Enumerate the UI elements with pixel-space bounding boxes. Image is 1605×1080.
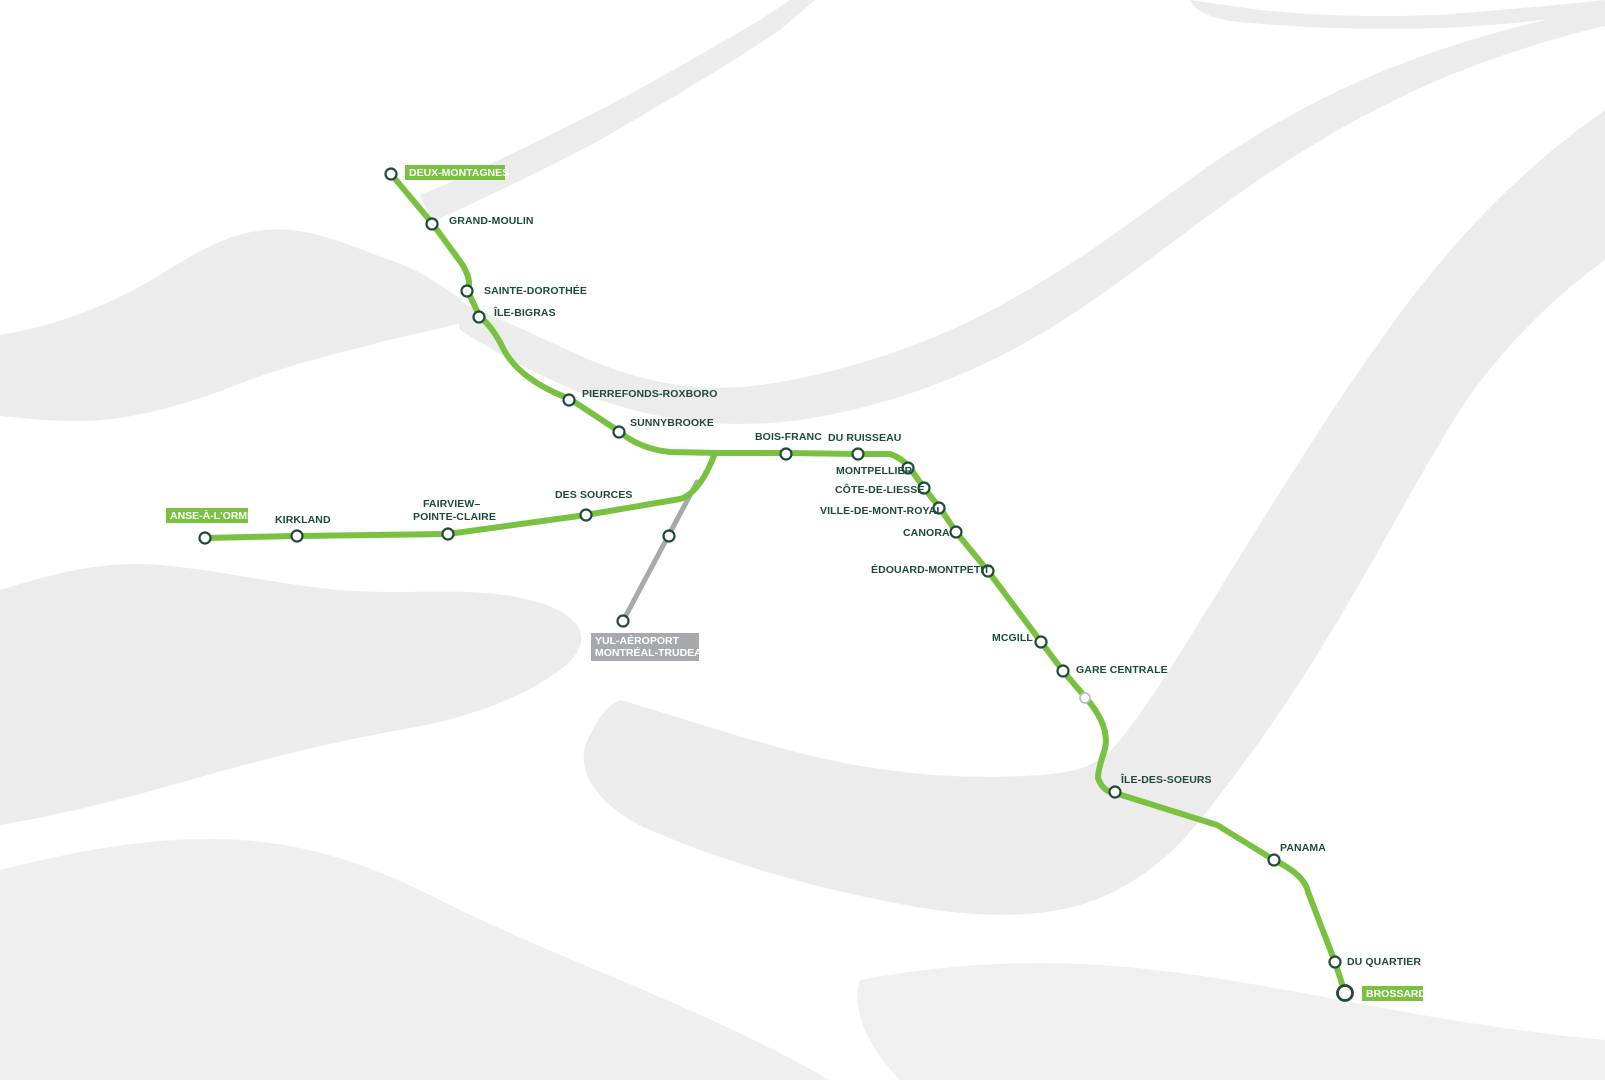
- south-channel: [857, 963, 1605, 1080]
- station-bois-franc[interactable]: [779, 447, 793, 461]
- label-fairview-line1: FAIRVIEW–: [423, 498, 480, 510]
- fleuve-saint-laurent: [583, 110, 1605, 915]
- terminal-label-brossard-bg: [1362, 986, 1423, 1001]
- station-pierrefonds-roxboro[interactable]: [562, 393, 576, 407]
- lake-deux-montagnes: [0, 229, 470, 422]
- station-labels: GRAND-MOULIN SAINTE-DOROTHÉE ÎLE-BIGRAS …: [275, 215, 1421, 968]
- station-brossard[interactable]: [1336, 984, 1354, 1002]
- station-ville-de-mont-royal[interactable]: [932, 501, 946, 515]
- label-panama: PANAMA: [1280, 842, 1326, 854]
- station-deux-montagnes[interactable]: [384, 167, 398, 181]
- south-west-waters: [0, 839, 830, 1080]
- label-du-quartier: DU QUARTIER: [1347, 956, 1421, 968]
- label-grand-moulin: GRAND-MOULIN: [449, 215, 534, 227]
- label-sunnybrooke: SUNNYBROOKE: [630, 417, 714, 429]
- station-fairview-pointe-claire[interactable]: [441, 527, 455, 541]
- riviere-des-mille-iles: [420, 0, 815, 222]
- north-stream: [1190, 0, 1605, 29]
- label-ile-bigras: ÎLE-BIGRAS: [493, 306, 556, 319]
- label-edouard-montpetit: ÉDOUARD-MONTPETIT: [871, 563, 990, 576]
- label-des-sources: DES SOURCES: [555, 489, 633, 501]
- station-sunnybrooke[interactable]: [612, 425, 626, 439]
- deux-montagnes-branch-line: [388, 171, 723, 456]
- terminal-label-anse-a-lorme-bg: [166, 508, 248, 523]
- stations: [198, 167, 1354, 1002]
- station-yul-aeroport[interactable]: [616, 614, 630, 628]
- terminal-labels: DEUX-MONTAGNES ANSE-À-L'ORME BROSSARD YU…: [166, 165, 1427, 1001]
- station-marie-curie[interactable]: [662, 529, 676, 543]
- label-du-ruisseau: DU RUISSEAU: [828, 432, 901, 444]
- station-des-sources[interactable]: [579, 508, 593, 522]
- station-future-griffintown[interactable]: [1079, 692, 1091, 704]
- anse-a-lorme-branch-line: [202, 450, 718, 541]
- station-du-ruisseau[interactable]: [851, 447, 865, 461]
- label-cote-de-liesse: CÔTE-DE-LIESSE: [835, 483, 925, 496]
- label-bois-franc: BOIS-FRANC: [755, 431, 822, 443]
- lac-saint-louis: [0, 564, 582, 825]
- terminal-label-deux-montagnes-bg: [405, 165, 505, 180]
- station-montpellier[interactable]: [901, 461, 915, 475]
- label-ile-des-soeurs: ÎLE-DES-SOEURS: [1120, 773, 1212, 786]
- station-ile-bigras[interactable]: [472, 310, 486, 324]
- riviere-des-prairies: [455, 8, 1605, 424]
- label-ville-de-mont-royal: VILLE-DE-MONT-ROYAL: [820, 505, 943, 517]
- station-sainte-dorothee[interactable]: [460, 284, 474, 298]
- label-montpellier: MONTPELLIER: [836, 465, 913, 477]
- label-kirkland: KIRKLAND: [275, 514, 331, 526]
- station-cote-de-liesse[interactable]: [917, 481, 931, 495]
- label-fairview-line2: POINTE-CLAIRE: [413, 511, 496, 523]
- terminal-label-yul-bg: [591, 633, 699, 661]
- station-du-quartier[interactable]: [1328, 955, 1342, 969]
- station-kirkland[interactable]: [290, 529, 304, 543]
- station-canora[interactable]: [949, 525, 963, 539]
- label-mcgill: MCGILL: [992, 632, 1033, 644]
- label-gare-centrale: GARE CENTRALE: [1076, 664, 1168, 676]
- label-sainte-dorothee: SAINTE-DOROTHÉE: [484, 284, 587, 297]
- label-pierrefonds-roxboro: PIERREFONDS-ROXBORO: [582, 388, 718, 400]
- airport-branch-line: [620, 479, 700, 624]
- station-edouard-montpetit[interactable]: [981, 564, 995, 578]
- terminal-label-deux-montagnes: DEUX-MONTAGNES: [409, 167, 509, 179]
- station-grand-moulin[interactable]: [425, 217, 439, 231]
- station-ile-des-soeurs[interactable]: [1108, 785, 1122, 799]
- terminal-label-anse-a-lorme: ANSE-À-L'ORME: [170, 509, 254, 522]
- station-panama[interactable]: [1267, 853, 1281, 867]
- terminal-label-brossard: BROSSARD: [1366, 988, 1427, 1000]
- terminal-label-yul-line2: MONTRÉAL-TRUDEAU: [595, 646, 709, 659]
- label-canora: CANORA: [903, 527, 950, 539]
- station-mcgill[interactable]: [1034, 635, 1048, 649]
- station-gare-centrale[interactable]: [1056, 664, 1070, 678]
- station-anse-a-lorme[interactable]: [198, 531, 212, 545]
- terminal-label-yul-line1: YUL-AÉROPORT: [595, 634, 680, 647]
